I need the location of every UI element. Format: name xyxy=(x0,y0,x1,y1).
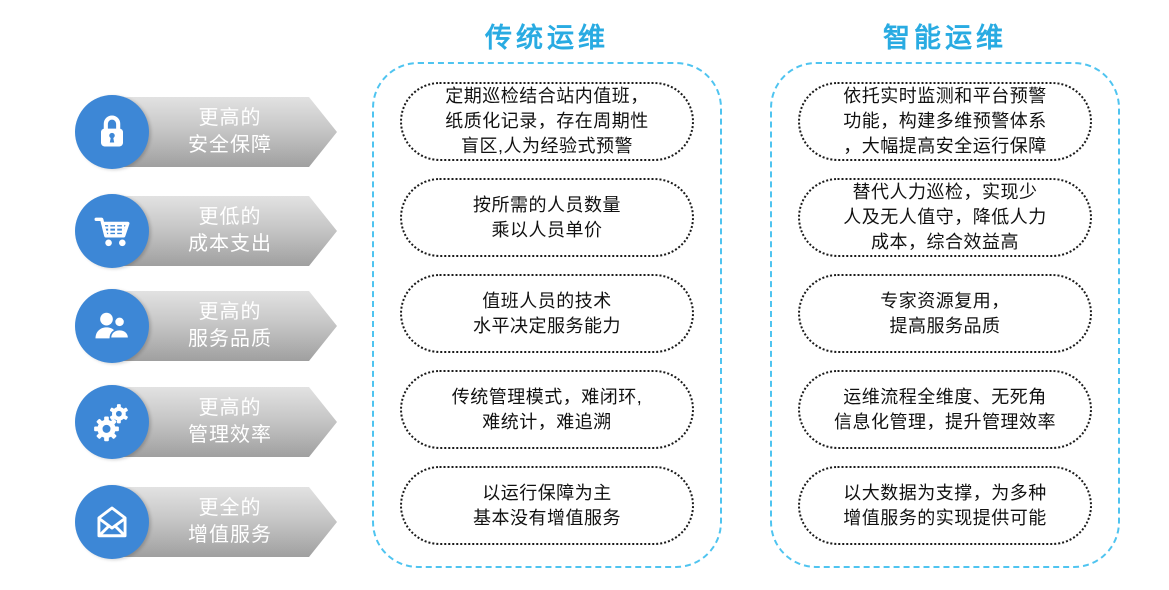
box-text-line: 以大数据为支撑，为多种 xyxy=(843,482,1047,503)
traditional-box-cost: 按所需的人员数量 乘以人员单价 xyxy=(400,178,694,257)
box-text-line: 传统管理模式，难闭环, xyxy=(451,386,643,407)
box-text-line: 依托实时监测和平台预警 xyxy=(843,86,1047,107)
category-icon-circle xyxy=(75,289,149,363)
box-text-line: 信息化管理，提升管理效率 xyxy=(834,411,1056,432)
box-text-line: 盲区,人为经验式预警 xyxy=(460,135,633,156)
traditional-ops-header: 传统运维 xyxy=(485,23,609,53)
traditional-box-management: 传统管理模式，难闭环, 难统计，难追溯 xyxy=(400,370,694,449)
traditional-box-service-quality: 值班人员的技术 水平决定服务能力 xyxy=(400,274,694,353)
box-text-line: 按所需的人员数量 xyxy=(473,194,621,215)
box-text-line: 以运行保障为主 xyxy=(482,482,612,503)
category-label-line: 成本支出 xyxy=(188,233,272,255)
category-icon-circle xyxy=(75,485,149,559)
intelligent-box-cost: 替代人力巡检，实现少 人及无人值守，降低人力 成本，综合效益高 xyxy=(798,178,1092,257)
box-text-line: 难统计，难追溯 xyxy=(482,411,612,432)
envelope-icon xyxy=(97,506,127,538)
category-icon-circle xyxy=(75,385,149,459)
category-row-management-efficiency: 更高的 管理效率 xyxy=(75,385,337,459)
category-label-line: 更高的 xyxy=(198,397,262,419)
traditional-box-security: 定期巡检结合站内值班， 纸质化记录，存在周期性 盲区,人为经验式预警 xyxy=(400,82,694,161)
category-row-cost: 更低的 成本支出 xyxy=(75,194,337,268)
intelligent-ops-column: 依托实时监测和平台预警 功能，构建多维预警体系 ，大幅提高安全运行保障 替代人力… xyxy=(770,62,1120,568)
box-text-line: 水平决定服务能力 xyxy=(473,315,621,336)
category-row-service-quality: 更高的 服务品质 xyxy=(75,289,337,363)
box-text-line: 基本没有增值服务 xyxy=(473,507,621,528)
box-text-line: ，大幅提高安全运行保障 xyxy=(843,135,1047,156)
category-row-security: 更高的 安全保障 xyxy=(75,95,337,169)
box-text-line: 乘以人员单价 xyxy=(491,219,603,240)
box-text-line: 专家资源复用， xyxy=(880,290,1010,311)
gears-icon xyxy=(94,404,128,442)
category-label-line: 安全保障 xyxy=(188,134,272,156)
box-text-line: 人及无人值守，降低人力 xyxy=(843,207,1047,228)
intelligent-ops-header: 智能运维 xyxy=(883,23,1007,53)
traditional-box-value-added: 以运行保障为主 基本没有增值服务 xyxy=(400,466,694,545)
box-text-line: 成本，综合效益高 xyxy=(871,231,1019,252)
box-text-line: 定期巡检结合站内值班， xyxy=(445,86,649,107)
intelligent-box-service-quality: 专家资源复用， 提高服务品质 xyxy=(798,274,1092,353)
category-label-line: 增值服务 xyxy=(188,524,272,546)
traditional-ops-column: 定期巡检结合站内值班， 纸质化记录，存在周期性 盲区,人为经验式预警 按所需的人… xyxy=(372,62,722,568)
category-arrow-banner: 更全的 增值服务 xyxy=(111,487,337,557)
cart-icon xyxy=(94,217,130,247)
category-icon-circle xyxy=(75,95,149,169)
category-label-line: 更高的 xyxy=(198,301,262,323)
box-text-line: 运维流程全维度、无死角 xyxy=(843,386,1047,407)
category-row-value-added: 更全的 增值服务 xyxy=(75,485,337,559)
lock-icon xyxy=(101,115,123,147)
category-label-line: 管理效率 xyxy=(188,424,272,446)
intelligent-box-security: 依托实时监测和平台预警 功能，构建多维预警体系 ，大幅提高安全运行保障 xyxy=(798,82,1092,161)
category-label-line: 更低的 xyxy=(198,206,262,228)
box-text-line: 增值服务的实现提供可能 xyxy=(843,507,1047,528)
box-text-line: 值班人员的技术 xyxy=(482,290,612,311)
intelligent-box-value-added: 以大数据为支撑，为多种 增值服务的实现提供可能 xyxy=(798,466,1092,545)
category-icon-circle xyxy=(75,194,149,268)
category-label-line: 更高的 xyxy=(198,107,262,129)
users-icon xyxy=(95,312,130,340)
box-text-line: 功能，构建多维预警体系 xyxy=(843,111,1047,132)
intelligent-box-management: 运维流程全维度、无死角 信息化管理，提升管理效率 xyxy=(798,370,1092,449)
category-label-line: 更全的 xyxy=(198,497,262,519)
category-label-line: 服务品质 xyxy=(188,328,272,350)
box-text-line: 提高服务品质 xyxy=(889,315,1001,336)
box-text-line: 纸质化记录，存在周期性 xyxy=(445,111,649,132)
box-text-line: 替代人力巡检，实现少 xyxy=(852,182,1038,203)
